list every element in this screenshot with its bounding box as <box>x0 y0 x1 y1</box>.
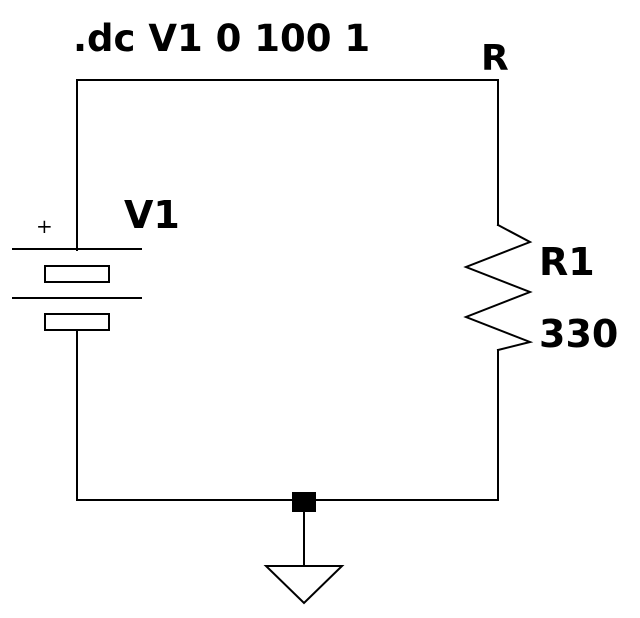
source-cell-top <box>44 265 110 283</box>
top-wire[interactable] <box>76 79 499 251</box>
spice-directive[interactable]: .dc V1 0 100 1 <box>73 17 370 60</box>
source-cell-bottom <box>44 313 110 331</box>
ground-node-junction[interactable] <box>292 492 316 512</box>
source-name[interactable]: V1 <box>124 193 180 237</box>
resistor-zigzag <box>463 223 534 352</box>
resistor-value[interactable]: 330 <box>539 312 618 356</box>
bottom-wire[interactable] <box>76 329 499 501</box>
voltage-source-v1[interactable]: + <box>12 214 142 331</box>
net-label-r[interactable]: R <box>481 38 509 79</box>
resistor-name[interactable]: R1 <box>539 240 595 284</box>
positive-polarity-mark: + <box>36 214 53 238</box>
ground-icon[interactable] <box>263 565 345 605</box>
resistor-r1[interactable] <box>463 223 534 352</box>
